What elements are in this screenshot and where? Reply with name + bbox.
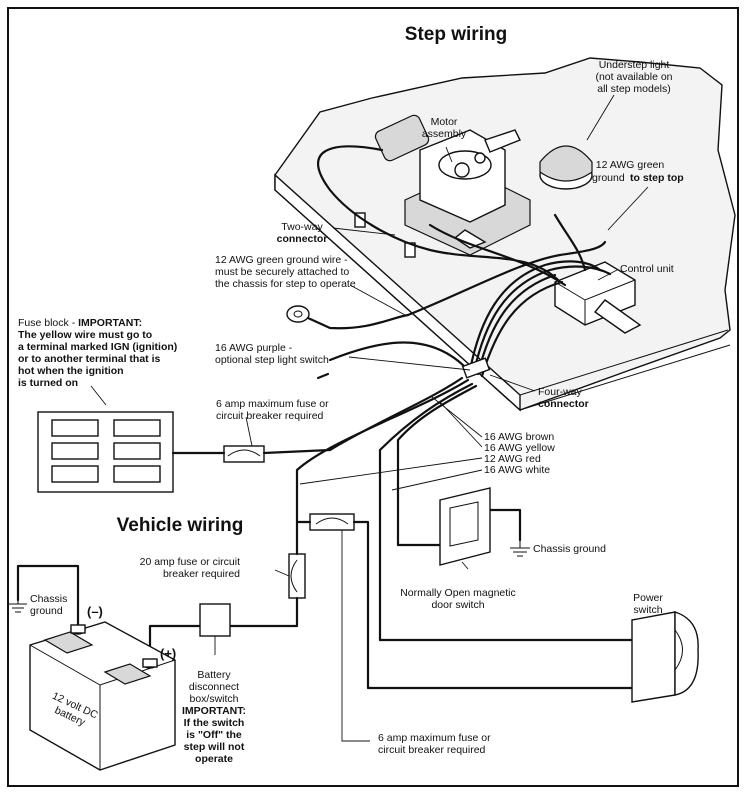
svg-text:If the switch: If the switch — [184, 717, 245, 729]
svg-text:switch: switch — [633, 604, 662, 616]
svg-text:operate: operate — [195, 753, 233, 765]
svg-text:a terminal marked IGN (ignitio: a terminal marked IGN (ignition) — [18, 341, 177, 353]
svg-text:ground: ground — [30, 605, 63, 617]
leader-lines — [90, 94, 649, 742]
battery — [29, 621, 176, 771]
svg-text:16 AWG white: 16 AWG white — [484, 464, 550, 476]
svg-text:16 AWG brown: 16 AWG brown — [484, 431, 554, 443]
two-way-connector-label: Two-way connector — [277, 221, 328, 245]
svg-text:is turned on: is turned on — [18, 377, 78, 389]
wire-color-labels: 16 AWG brown 16 AWG yellow 12 AWG red 16… — [484, 431, 555, 476]
svg-text:12 AWG red: 12 AWG red — [484, 453, 541, 465]
power-switch — [631, 611, 699, 703]
svg-text:Battery: Battery — [197, 669, 231, 681]
svg-text:door switch: door switch — [431, 599, 484, 611]
step-wiring-title: Step wiring — [405, 24, 507, 45]
understep-light-label: Understep light (not available on all st… — [595, 59, 672, 95]
svg-text:connector: connector — [277, 233, 328, 245]
svg-text:The yellow wire must go to: The yellow wire must go to — [18, 329, 152, 341]
svg-text:Chassis: Chassis — [30, 593, 67, 605]
svg-text:all step models): all step models) — [597, 83, 671, 95]
six-amp-fuse-top-label: 6 amp maximum fuse or circuit breaker re… — [216, 398, 329, 422]
diagram-frame — [7, 7, 739, 787]
svg-text:is "Off" the: is "Off" the — [186, 729, 242, 741]
fuse-block — [37, 411, 174, 493]
svg-text:12 AWG green ground wire -: 12 AWG green ground wire - — [215, 254, 348, 266]
chassis-ground-symbol-right — [510, 540, 530, 557]
svg-text:the chassis for step to operat: the chassis for step to operate — [215, 278, 356, 290]
green-ground-wire-label: 12 AWG green ground wire - must be secur… — [215, 254, 356, 290]
svg-text:Two-way: Two-way — [281, 221, 323, 233]
svg-text:Understep light: Understep light — [599, 59, 670, 71]
six-amp-fuse-bottom-label: 6 amp maximum fuse or circuit breaker re… — [378, 732, 491, 756]
four-way-connector-label: Four-way connector — [538, 386, 589, 410]
power-switch-label: Power switch — [633, 592, 663, 616]
svg-text:to step top: to step top — [630, 172, 684, 184]
battery-negative-label: (–) — [87, 604, 103, 619]
svg-text:20 amp fuse or circuit: 20 amp fuse or circuit — [140, 556, 240, 568]
svg-text:hot when the ignition: hot when the ignition — [18, 365, 124, 377]
svg-text:must be securely attached to: must be securely attached to — [215, 266, 349, 278]
battery-disconnect-label: Battery disconnect box/switch IMPORTANT:… — [182, 669, 246, 765]
svg-text:16 AWG purple -: 16 AWG purple - — [215, 342, 293, 354]
svg-text:disconnect: disconnect — [189, 681, 239, 693]
six-amp-fuse-top — [223, 445, 265, 463]
control-unit-label: Control unit — [620, 263, 674, 275]
svg-text:6 amp maximum fuse or: 6 amp maximum fuse or — [378, 732, 491, 744]
step-harness-wires — [317, 145, 612, 378]
motor-assembly — [374, 114, 531, 256]
six-amp-fuse-bottom — [309, 513, 355, 531]
svg-text:Normally Open magnetic: Normally Open magnetic — [400, 587, 516, 599]
vehicle-wiring-title: Vehicle wiring — [117, 515, 244, 536]
svg-text:Four-way: Four-way — [538, 386, 583, 398]
door-switch — [439, 487, 491, 566]
twenty-amp-fuse-label: 20 amp fuse or circuit breaker required — [140, 556, 241, 580]
svg-text:16 AWG yellow: 16 AWG yellow — [484, 442, 555, 454]
svg-text:ground: ground — [592, 172, 625, 184]
svg-text:assembly: assembly — [422, 128, 467, 140]
purple-wire-label: 16 AWG purple - optional step light swit… — [215, 342, 329, 366]
svg-text:IMPORTANT:: IMPORTANT: — [182, 705, 246, 717]
fuse-block-label: Fuse block - IMPORTANT: The yellow wire … — [18, 317, 177, 389]
svg-text:6 amp maximum fuse or: 6 amp maximum fuse or — [216, 398, 329, 410]
svg-text:box/switch: box/switch — [189, 693, 238, 705]
ground-ring-terminal — [286, 305, 410, 330]
control-unit — [554, 261, 642, 334]
chassis-ground-left-label: Chassis ground — [30, 593, 67, 617]
battery-positive-label: (+) — [160, 646, 176, 661]
twenty-amp-fuse — [288, 553, 306, 599]
svg-text:breaker required: breaker required — [163, 568, 240, 580]
chassis-ground-symbol-left — [9, 600, 27, 613]
vehicle-wires — [16, 376, 662, 690]
svg-text:Fuse block - IMPORTANT:: Fuse block - IMPORTANT: — [18, 317, 142, 329]
svg-text:optional step light switch: optional step light switch — [215, 354, 329, 366]
svg-text:12 AWG green: 12 AWG green — [596, 159, 665, 171]
door-switch-label: Normally Open magnetic door switch — [400, 587, 516, 611]
svg-text:Power: Power — [633, 592, 663, 604]
chassis-ground-right-label: Chassis ground — [533, 543, 606, 555]
svg-text:(not available on: (not available on — [595, 71, 672, 83]
motor-assembly-label: Motor assembly — [422, 116, 467, 140]
battery-disconnect-box — [199, 603, 231, 637]
svg-text:circuit breaker required: circuit breaker required — [378, 744, 486, 756]
svg-text:circuit breaker required: circuit breaker required — [216, 410, 324, 422]
step-frame-rail-edge — [519, 329, 731, 411]
four-way-connector — [461, 357, 491, 379]
svg-text:or to another terminal that is: or to another terminal that is — [18, 353, 161, 365]
understep-light — [539, 145, 593, 190]
green-ground-top-label: 12 AWG green ground to step top — [592, 159, 684, 184]
svg-text:Motor: Motor — [431, 116, 458, 128]
purple-wire-end — [316, 372, 330, 380]
svg-text:step will not: step will not — [184, 741, 245, 753]
svg-text:connector: connector — [538, 398, 589, 410]
